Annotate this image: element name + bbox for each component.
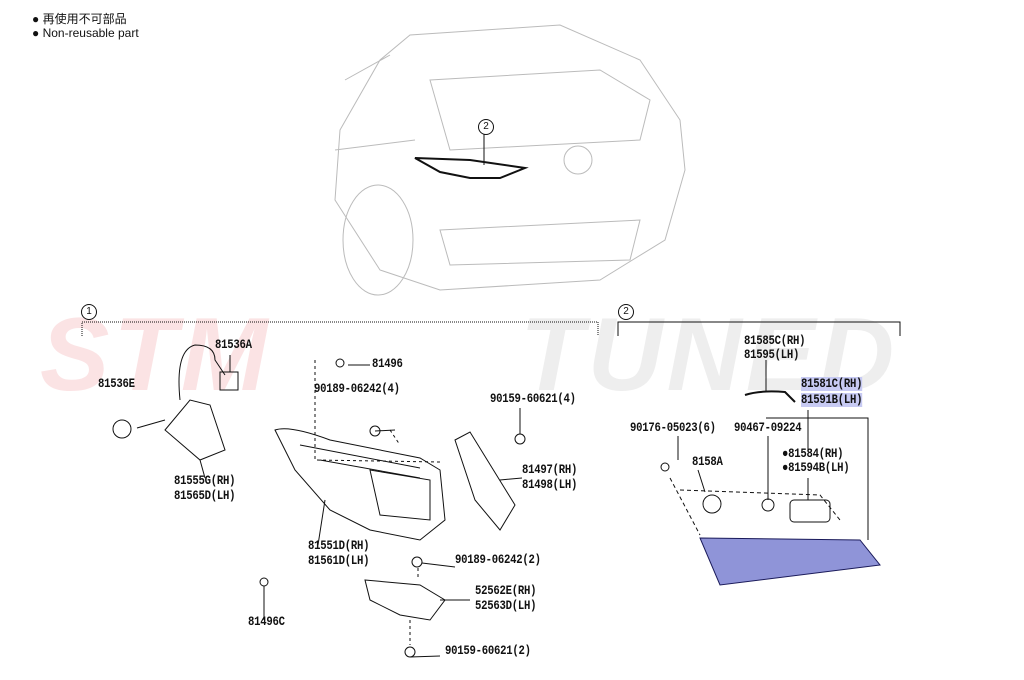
group-callout-2: 2 (618, 304, 634, 320)
part-label[interactable]: 81595(LH) (744, 348, 800, 362)
part-label[interactable]: 81585C(RH) (744, 334, 806, 348)
part-label[interactable]: 90176-05023(6) (630, 421, 716, 435)
legend-en: ● Non-reusable part (32, 26, 139, 40)
part-label[interactable]: 90159-60621(4) (490, 392, 576, 406)
car-outline (334, 24, 686, 296)
part-label[interactable]: 81551D(RH) (308, 539, 370, 553)
part-label[interactable]: 90159-60621(2) (445, 644, 531, 658)
part-label[interactable]: 81497(RH) (522, 463, 578, 477)
part-label[interactable]: 81555G(RH) (174, 474, 236, 488)
part-label-highlighted[interactable]: 81591B(LH) (801, 393, 863, 407)
car-lamp-highlight (414, 157, 529, 179)
group-callout-2-car: 2 (478, 119, 494, 135)
part-label[interactable]: 90189-06242(2) (455, 553, 541, 567)
part-label[interactable]: 90189-06242(4) (314, 382, 400, 396)
legend-jp: ● 再使用不可部品 (32, 12, 127, 26)
part-label[interactable]: ●81584(RH) (782, 447, 844, 461)
part-label-highlighted[interactable]: 81581C(RH) (801, 377, 863, 391)
part-label[interactable]: 81498(LH) (522, 478, 578, 492)
group-callout-1: 1 (81, 304, 97, 320)
part-label[interactable]: 8158A (692, 455, 723, 469)
part-label[interactable]: 81536E (98, 377, 135, 391)
part-label[interactable]: 81565D(LH) (174, 489, 236, 503)
part-label[interactable]: 52563D(LH) (475, 599, 537, 613)
part-label[interactable]: 81536A (215, 338, 252, 352)
part-label[interactable]: 52562E(RH) (475, 584, 537, 598)
part-label[interactable]: 90467-09224 (734, 421, 802, 435)
part-label[interactable]: 81496 (372, 357, 403, 371)
part-label[interactable]: 81496C (248, 615, 285, 629)
part-label[interactable]: ●81594B(LH) (782, 461, 850, 475)
part-label[interactable]: 81561D(LH) (308, 554, 370, 568)
